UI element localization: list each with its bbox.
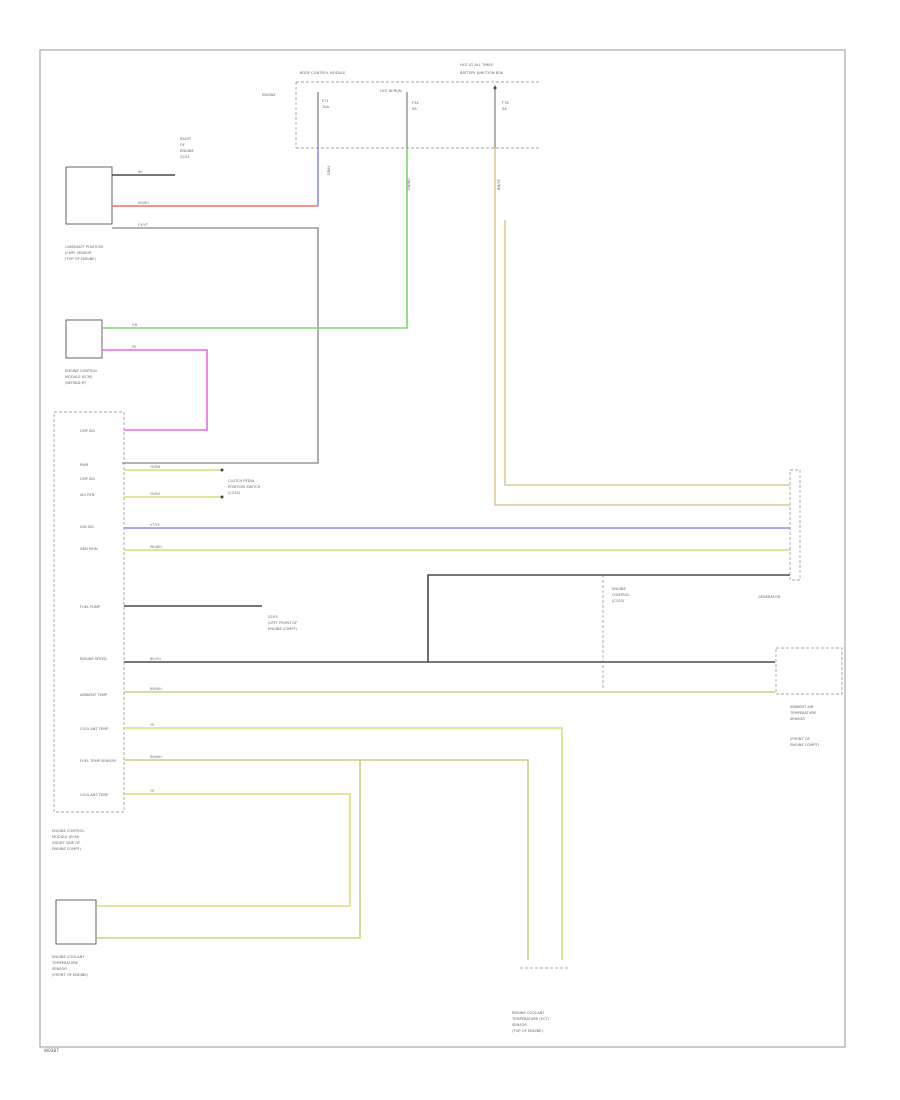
ecm-pin-9: COOLANT TEMP (80, 727, 109, 731)
ect-sensor-label-3: SENSOR (52, 967, 67, 971)
ambient-label-2: TEMPERATURE (789, 711, 817, 715)
wire-green-label: GN (132, 323, 138, 327)
diag-label-3: (C103) (612, 599, 625, 603)
wire-cmp-grey (112, 227, 319, 464)
ground-label-3: ENGINE (180, 149, 194, 153)
ecm-pin-4: IGN SIG (80, 525, 94, 529)
fuse-mid-label: HOT IN RUN (380, 89, 402, 93)
ecm-pin-6: FUEL PUMP (80, 605, 101, 609)
wire-ambient-tan-label: BN/WH (150, 687, 162, 691)
cmp-sensor-label-2: (CMP) SENSOR (65, 251, 92, 255)
wire-tan-gen-1 (494, 220, 790, 506)
ecm-pin-0: CMP SIG (80, 429, 95, 433)
fuse-block-right-title: HOT AT ALL TIMES (460, 63, 494, 67)
top-wire-label-right: BN/YE (497, 178, 501, 190)
top-wire-label-mid: GN/BU (407, 178, 411, 190)
fuse-block-left-sub: ENGINE (262, 93, 276, 97)
diag-label-2: CONTROL (612, 593, 630, 597)
wire-engine-speed-riser (427, 574, 790, 662)
fuse-f54-label: F54 (412, 101, 419, 105)
footer-code: W0387 (44, 1048, 59, 1053)
ecm-small-label-3: (BEHIND IP) (65, 381, 87, 385)
wire-yellow-1-label: YE/BN (150, 465, 161, 469)
wire-cmp-red-label: RD/BU (138, 201, 149, 205)
wire-tan-gen-2 (504, 220, 790, 486)
ect-sensor-label-2: TEMPERATURE (51, 961, 79, 965)
ecm-pin-3: SIG RTN (80, 493, 95, 497)
fuel-pump-label-2: (LEFT FRONT OF (268, 621, 297, 625)
wire-coolant2-yellow (97, 793, 351, 907)
clutch-switch-dot-2 (220, 495, 224, 499)
wire-yellow-2-label: YE/BU (150, 492, 161, 496)
wire-coolant2-yellow-label: YE (150, 789, 154, 793)
ambient-label-1: AMBIENT AIR (790, 705, 814, 709)
wire-fuel-temp-tan (124, 759, 529, 960)
ecm-main-label-3: (RIGHT SIDE OF (52, 841, 80, 845)
ecm-pin-7: ENGINE SPEED (80, 657, 107, 661)
generator-label: GENERATOR (758, 595, 781, 599)
cht-sensor-label-1: ENGINE COOLANT (512, 1011, 545, 1015)
cht-sensor-label-2: TEMPERATURE (ECT) (511, 1017, 550, 1021)
cmp-sensor-label-1: CAMSHAFT POSITION (65, 245, 103, 249)
fuel-pump-label-3: ENGINE COMPT) (268, 627, 298, 631)
wire-blue-bus-label: VT/YE (150, 523, 160, 527)
diagram-frame (39, 49, 846, 1048)
ambient-sensor-box (775, 647, 843, 695)
wire-pink-label: PK (132, 345, 137, 349)
fuse-block-right-sub: BATTERY JUNCTION BOX (460, 71, 504, 75)
wire-yellow-bus-label: WH/BU (150, 545, 162, 549)
wire-coolant-yellow-label: YE (150, 723, 154, 727)
cht-sensor-label-3: SENSOR (512, 1023, 527, 1027)
fuse-f54-rating: 5A (412, 107, 417, 111)
ecm-small-box (65, 319, 103, 359)
ambient-label-5: ENGINE COMPT) (790, 743, 820, 747)
fuse-f78-label: F78 (502, 101, 509, 105)
fuse-block-left-title: BODY CONTROL MODULE (300, 71, 346, 75)
fuel-pump-label-1: G105 (268, 615, 278, 619)
ground-label-4: G101 (180, 155, 190, 159)
ect-sensor-label-4: (FRONT OF ENGINE) (52, 973, 89, 977)
ecm-main-box (53, 411, 125, 813)
fuse-f78-rating: 5A (502, 107, 507, 111)
clutch-switch-dot-1 (220, 468, 224, 472)
ecm-main-label-4: ENGINE COMPT) (52, 847, 82, 851)
ground-label-2: OF (180, 143, 185, 147)
fuse-f11-label: F11 (322, 99, 329, 103)
ambient-label-3: SENSOR (790, 717, 805, 721)
ecm-small-label-1: ENGINE CONTROL (65, 369, 97, 373)
fuse-f78-dot (493, 86, 497, 90)
ecm-main-label-2: MODULE (ECM) (52, 835, 80, 839)
generator-box (789, 469, 801, 581)
ecm-pin-10: FUEL TEMP SENSOR (80, 759, 116, 763)
ecm-pin-1: PWR (80, 463, 89, 467)
cmp-sensor-label-3: (TOP OF ENGINE) (65, 257, 97, 261)
clutch-switch-label-2: POSITION SWITCH (228, 485, 261, 489)
cht-sensor-label-4: (TOP OF ENGINE) (512, 1029, 544, 1033)
wire-cmp-ground-label: BK (138, 170, 143, 174)
cmp-sensor-box (65, 166, 113, 225)
wire-sensor-tan (97, 760, 361, 939)
wire-fuel-temp-tan-label: BN/WH (150, 755, 162, 759)
ecm-main-label-1: ENGINE CONTROL (52, 829, 84, 833)
ecm-pin-2: CMP SIG (80, 477, 95, 481)
clutch-switch-label-1: CLUTCH PEDAL (228, 479, 255, 483)
top-wire-label-left: GRAY (327, 165, 331, 175)
ecm-pin-8: AMBIENT TEMP (80, 693, 108, 697)
ect-sensor-label-1: ENGINE COOLANT (52, 955, 85, 959)
wire-green (102, 220, 408, 329)
ambient-label-4: (FRONT OF (790, 737, 810, 741)
diag-label-1: ENGINE (612, 587, 626, 591)
ecm-pin-5: GEN MON (80, 547, 98, 551)
wire-coolant-yellow (124, 727, 563, 960)
ecm-small-label-2: MODULE (ECM) (65, 375, 93, 379)
wire-pink (102, 349, 208, 431)
clutch-switch-label-3: (C220) (228, 491, 241, 495)
fuse-f11-rating: 10A (322, 105, 330, 109)
ecm-pin-11: COOLANT TEMP (80, 793, 109, 797)
wire-engine-speed-label: BK/OG (150, 657, 161, 661)
ect-sensor-box (55, 899, 97, 945)
ground-label-1: RIGHT (180, 137, 192, 141)
wire-cmp-grey-label: GY/VT (138, 223, 149, 227)
